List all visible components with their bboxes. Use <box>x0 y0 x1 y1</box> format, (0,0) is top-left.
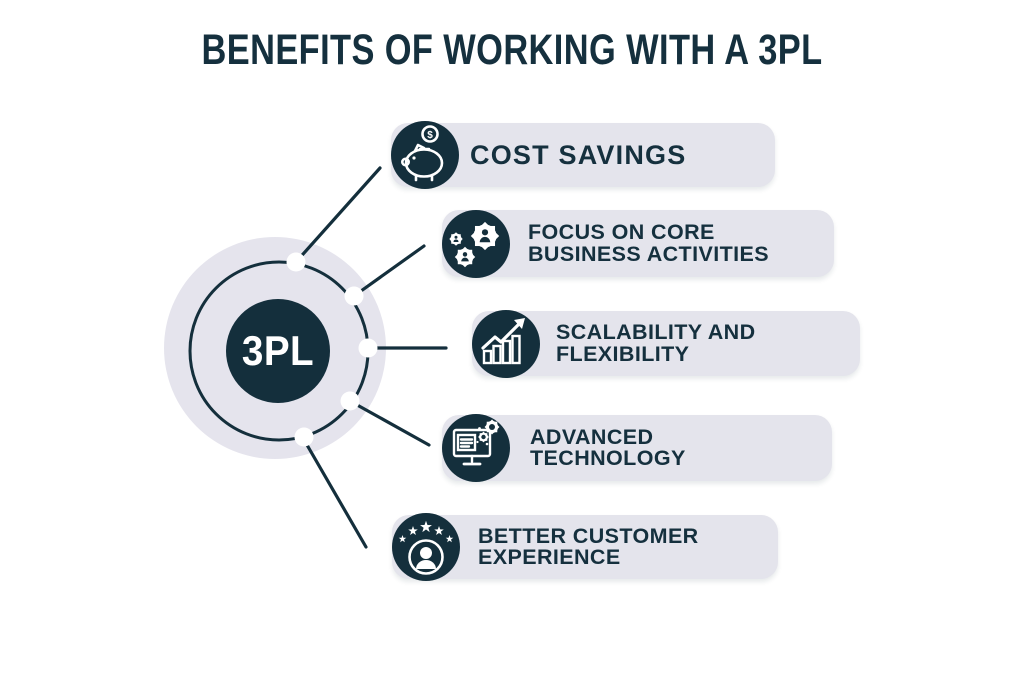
pill-label-line: BETTER CUSTOMER <box>478 523 699 548</box>
pill-advanced-tech: ADVANCED TECHNOLOGY <box>442 414 832 482</box>
pill-focus-core: FOCUS ON CORE BUSINESS ACTIVITIES <box>442 209 834 278</box>
hub-circle <box>226 299 330 403</box>
pill-label-line: TECHNOLOGY <box>530 446 686 470</box>
gears-people-icon <box>442 209 510 278</box>
monitor-gears-icon <box>442 414 510 482</box>
ring-node-1 <box>286 252 306 272</box>
pill-scalability: SCALABILITY AND FLEXIBILITY <box>472 309 860 378</box>
piggy-bank-icon: $ <box>391 121 459 189</box>
pill-label-line: FOCUS ON CORE <box>528 220 715 244</box>
hub-label: 3PL <box>241 327 315 374</box>
connector-line-advanced-tech <box>348 399 431 447</box>
pill-label: FOCUS ON CORE BUSINESS ACTIVITIES <box>442 220 769 266</box>
dollar-sign: $ <box>427 130 433 141</box>
connector-line-focus-core <box>352 244 426 298</box>
pill-label: SCALABILITY AND FLEXIBILITY <box>472 320 756 366</box>
ring-nodes <box>286 252 378 447</box>
connector-line-cost-savings <box>294 166 382 264</box>
ring-node-2 <box>344 286 364 306</box>
pill-label-line: ADVANCED <box>530 424 654 449</box>
connector-lines <box>294 166 448 549</box>
pill-label-line: EXPERIENCE <box>478 545 621 569</box>
page-title: BENEFITS OF WORKING WITH A 3PL <box>201 26 823 74</box>
pill-label-line: COST SAVINGS <box>470 139 687 170</box>
pill-label: BETTER CUSTOMER EXPERIENCE <box>392 523 699 569</box>
pill-label-line: BUSINESS ACTIVITIES <box>528 241 769 266</box>
connector-line-customer-exp <box>301 436 368 549</box>
pill-label-line: FLEXIBILITY <box>556 341 690 366</box>
ring-node-3 <box>358 338 378 358</box>
growth-chart-icon <box>472 309 540 378</box>
ring-node-5 <box>294 427 314 447</box>
pill-label: COST SAVINGS <box>391 140 686 171</box>
customer-stars-icon <box>392 513 460 581</box>
pill-customer-exp: BETTER CUSTOMER EXPERIENCE <box>392 513 778 581</box>
ring-node-4 <box>340 391 360 411</box>
pill-cost-savings: $ COST SAVINGS <box>391 121 775 189</box>
pill-label: ADVANCED TECHNOLOGY <box>442 424 686 470</box>
pill-label-line: SCALABILITY AND <box>556 320 756 344</box>
